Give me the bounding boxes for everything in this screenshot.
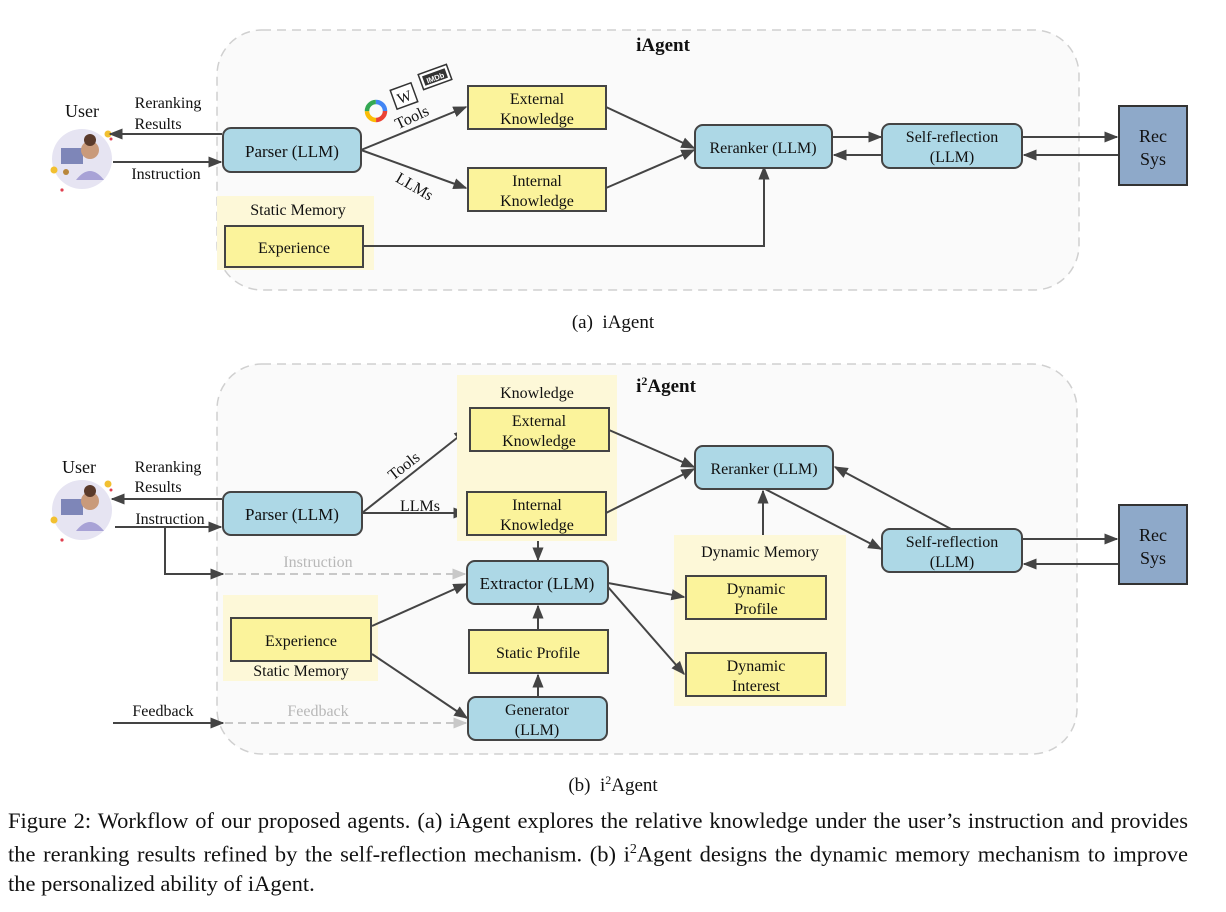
external-knowledge-b-line2: Knowledge [502, 433, 576, 450]
svg-text:W: W [395, 88, 415, 108]
generator-line1: Generator [505, 702, 570, 719]
arrow-internal-to-reranker [605, 149, 696, 189]
imdb-icon: IMDb [417, 63, 453, 91]
generator-line2: (LLM) [515, 722, 559, 739]
experience-label-b: Experience [265, 633, 337, 650]
reranker-box-b [694, 445, 834, 490]
internal-knowledge-line2: Knowledge [500, 193, 574, 210]
reranking-results-label-2: Results [134, 116, 181, 133]
arrow-external-to-reranker-b [608, 429, 696, 468]
recsys-line1: Rec [1139, 126, 1167, 146]
internal-knowledge-b-line1: Internal [512, 497, 562, 514]
reranking-results-label-b2: Results [134, 479, 181, 496]
recsys-b-line2: Sys [1140, 548, 1166, 568]
self-reflection-box [881, 123, 1023, 169]
llms-label-b: LLMs [400, 498, 440, 515]
arrow-parser-to-internal [360, 149, 468, 189]
parser-label-b: Parser (LLM) [245, 505, 339, 524]
arrow-instruction-branch [164, 527, 225, 580]
instruction-dashed-label: Instruction [283, 554, 352, 571]
internal-knowledge-b-line2: Knowledge [500, 517, 574, 534]
static-memory-label: Static Memory [250, 202, 346, 219]
self-reflection-box-b [881, 528, 1023, 573]
external-knowledge-b-line1: External [512, 413, 567, 430]
internal-knowledge-line1: Internal [512, 173, 562, 190]
extractor-label: Extractor (LLM) [480, 574, 595, 593]
self-reflection-b-line2: (LLM) [930, 554, 974, 571]
dynamic-profile-line1: Dynamic [727, 581, 786, 598]
arrow-selfreflection-to-reranker-b [833, 466, 952, 530]
experience-box-b [230, 617, 372, 662]
arrow-experience-to-reranker [363, 165, 770, 247]
subcaption-b: (b) i2Agent [568, 773, 658, 796]
dynamic-profile-line2: Profile [734, 601, 778, 618]
arrow-experience-to-generator [371, 653, 469, 719]
reranker-label-b: Reranker (LLM) [710, 461, 817, 478]
subcaption-a: (a) iAgent [572, 312, 655, 333]
arrow-extractor-to-dynamic-interest [607, 586, 685, 676]
parser-label: Parser (LLM) [245, 142, 339, 161]
recsys-b-line1: Rec [1139, 525, 1167, 545]
recsys-line2: Sys [1140, 149, 1166, 169]
reranking-results-label-b1: Reranking [135, 459, 202, 476]
self-reflection-line1: Self-reflection [906, 129, 998, 146]
feedback-label: Feedback [132, 703, 193, 720]
external-knowledge-line1: External [510, 91, 565, 108]
instruction-label-b: Instruction [135, 511, 204, 528]
caption-sup: 2 [629, 842, 637, 857]
static-profile-label: Static Profile [496, 645, 580, 662]
experience-label: Experience [258, 240, 330, 257]
i2agent-panel: i2Agent User Reranking Results Instructi… [50, 363, 1188, 755]
dynamic-interest-box [685, 652, 827, 697]
experience-box [224, 225, 364, 268]
iagent-title: iAgent [636, 35, 691, 56]
reranking-results-label-1: Reranking [135, 95, 202, 112]
static-profile-box [468, 629, 609, 674]
knowledge-group-label: Knowledge [500, 385, 574, 402]
arrow-internal-to-reranker-b [605, 468, 696, 514]
user-label: User [65, 101, 99, 121]
arrow-parser-to-external-b [361, 429, 469, 514]
user-label-b: User [62, 457, 96, 477]
recsys-box [1118, 105, 1188, 186]
iagent-panel: iAgent User Reranking Results Instructio… [50, 29, 1188, 291]
internal-knowledge-box [467, 167, 607, 212]
external-knowledge-line2: Knowledge [500, 111, 574, 128]
dynamic-memory-label: Dynamic Memory [701, 544, 819, 561]
feedback-dashed-label: Feedback [287, 703, 348, 720]
dynamic-interest-line2: Interest [732, 678, 781, 695]
i2agent-title: i2Agent [636, 374, 697, 397]
self-reflection-b-line1: Self-reflection [906, 534, 998, 551]
caption-text-2: Agent designs the dynamic memory mechani… [8, 841, 1188, 896]
extractor-box [466, 560, 609, 605]
wikipedia-icon: W [389, 81, 419, 111]
user-avatar-icon [50, 129, 113, 192]
i2agent-container [216, 363, 1078, 755]
self-reflection-line2: (LLM) [930, 149, 974, 166]
internal-knowledge-box-b [466, 491, 607, 536]
dynamic-profile-box [685, 575, 827, 620]
dynamic-interest-line1: Dynamic [727, 658, 786, 675]
user-avatar-icon-b [50, 480, 113, 542]
reranker-label: Reranker (LLM) [709, 140, 816, 157]
caption-text-1: Figure 2: Workflow of our proposed agent… [8, 808, 1188, 867]
google-icon [364, 99, 388, 123]
reranker-box [694, 124, 833, 169]
recsys-box-b [1118, 504, 1188, 585]
arrow-reranker-to-selfreflection-b [764, 488, 883, 550]
figure-caption: Figure 2: Workflow of our proposed agent… [8, 806, 1188, 898]
arrow-external-to-reranker [605, 106, 696, 149]
arrow-experience-to-extractor [371, 583, 468, 627]
arrow-extractor-to-dynamic-profile [607, 582, 686, 601]
instruction-label: Instruction [131, 166, 200, 183]
arrow-parser-to-external [360, 106, 468, 151]
static-memory-label-b: Static Memory [253, 663, 349, 680]
external-knowledge-box-b [469, 407, 610, 452]
